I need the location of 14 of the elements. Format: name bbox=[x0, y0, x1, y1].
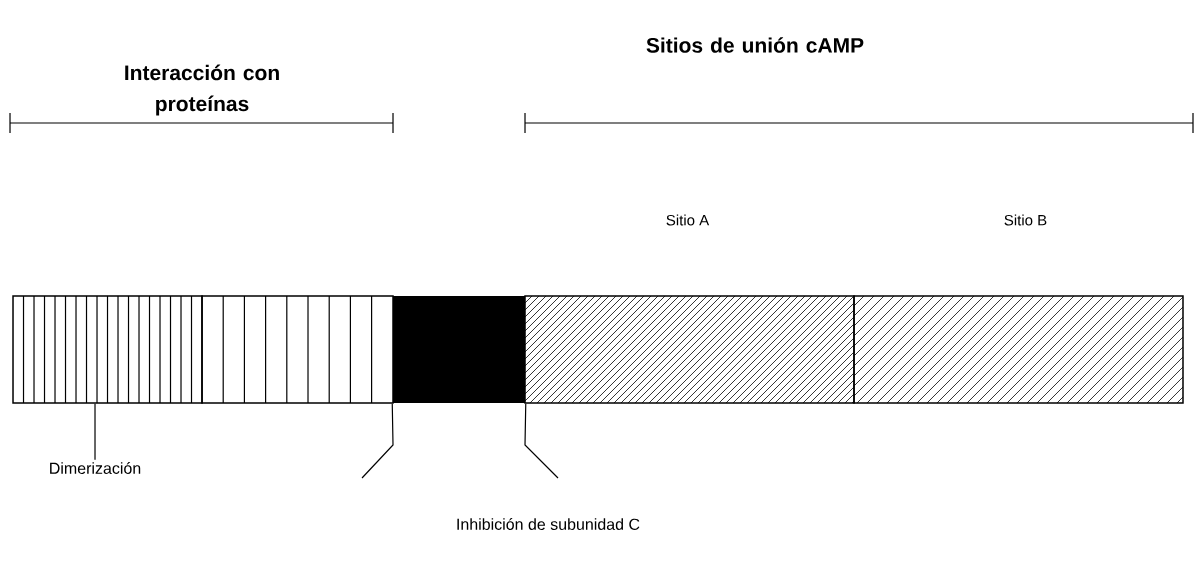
protein-segment bbox=[393, 296, 525, 403]
leader-line bbox=[361, 403, 394, 479]
leader-line bbox=[94, 403, 96, 461]
leader-line bbox=[524, 403, 559, 479]
heading: Sitios de unión cAMP bbox=[646, 37, 864, 53]
node-label: Sitio B bbox=[1004, 214, 1047, 226]
region-label: Dimerización bbox=[50, 462, 141, 474]
protein-segment bbox=[12, 295, 203, 404]
protein-segment: Sitio A bbox=[524, 214, 855, 404]
protein-segment bbox=[201, 295, 394, 404]
heading: Interacción con proteínas bbox=[125, 64, 279, 116]
node-label: Sitio A bbox=[666, 214, 710, 226]
protein-segment: Sitio B bbox=[853, 214, 1184, 404]
region-label: Inhibición de subunidad C bbox=[457, 518, 640, 530]
